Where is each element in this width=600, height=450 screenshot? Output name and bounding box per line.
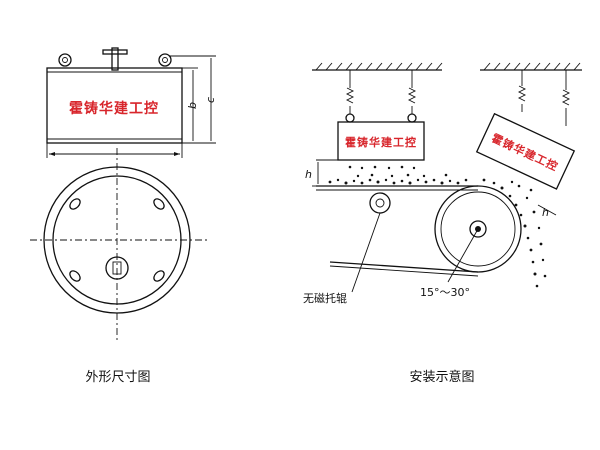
non-magnetic-idler (369, 192, 391, 214)
brand-text-right-1: 霍铸华建工控 (345, 135, 417, 149)
dim-h-label: h (305, 168, 312, 181)
inner-circle (52, 175, 182, 305)
side-view: 霍铸华建工控 b c (46, 47, 217, 158)
head-pulley (434, 185, 522, 273)
center-hub (105, 256, 129, 280)
lifting-eye-left (58, 53, 72, 67)
hanger-chains-right (517, 70, 571, 126)
brand-text-right-2: 霍铸华建工控 (489, 131, 560, 174)
angle-label: 15°～30° (420, 286, 470, 299)
lifting-eye-right (158, 53, 172, 67)
caption-left: 外形尺寸图 (85, 370, 150, 385)
roller-label: 无磁托辊 (303, 291, 347, 305)
bolt-hole (69, 270, 81, 282)
dim-h2-line (537, 204, 557, 216)
top-view (30, 148, 208, 340)
brand-text-left: 霍铸华建工控 (69, 100, 159, 117)
suspended-magnet-flat (337, 121, 425, 161)
caption-right: 安装示意图 (409, 369, 474, 385)
hanger-chains-left (345, 70, 417, 123)
dim-b-label: b (186, 102, 199, 109)
outer-circle (43, 166, 191, 314)
angle-leader (447, 228, 479, 283)
bolt-hole (153, 270, 165, 282)
dim-c-label: c (204, 97, 217, 103)
installation-view: 霍铸华建工控 霍铸华建工控 (303, 62, 582, 305)
suspended-magnet-tilted: 霍铸华建工控 (475, 112, 576, 190)
terminal-post (111, 47, 119, 71)
material-flow (328, 173, 547, 288)
bolt-hole (153, 198, 165, 210)
belt-bottom (329, 261, 479, 273)
magnet-body (46, 67, 183, 144)
bolt-hole (69, 198, 81, 210)
dim-h2-label: h (542, 206, 549, 219)
roller-leader (351, 212, 381, 293)
